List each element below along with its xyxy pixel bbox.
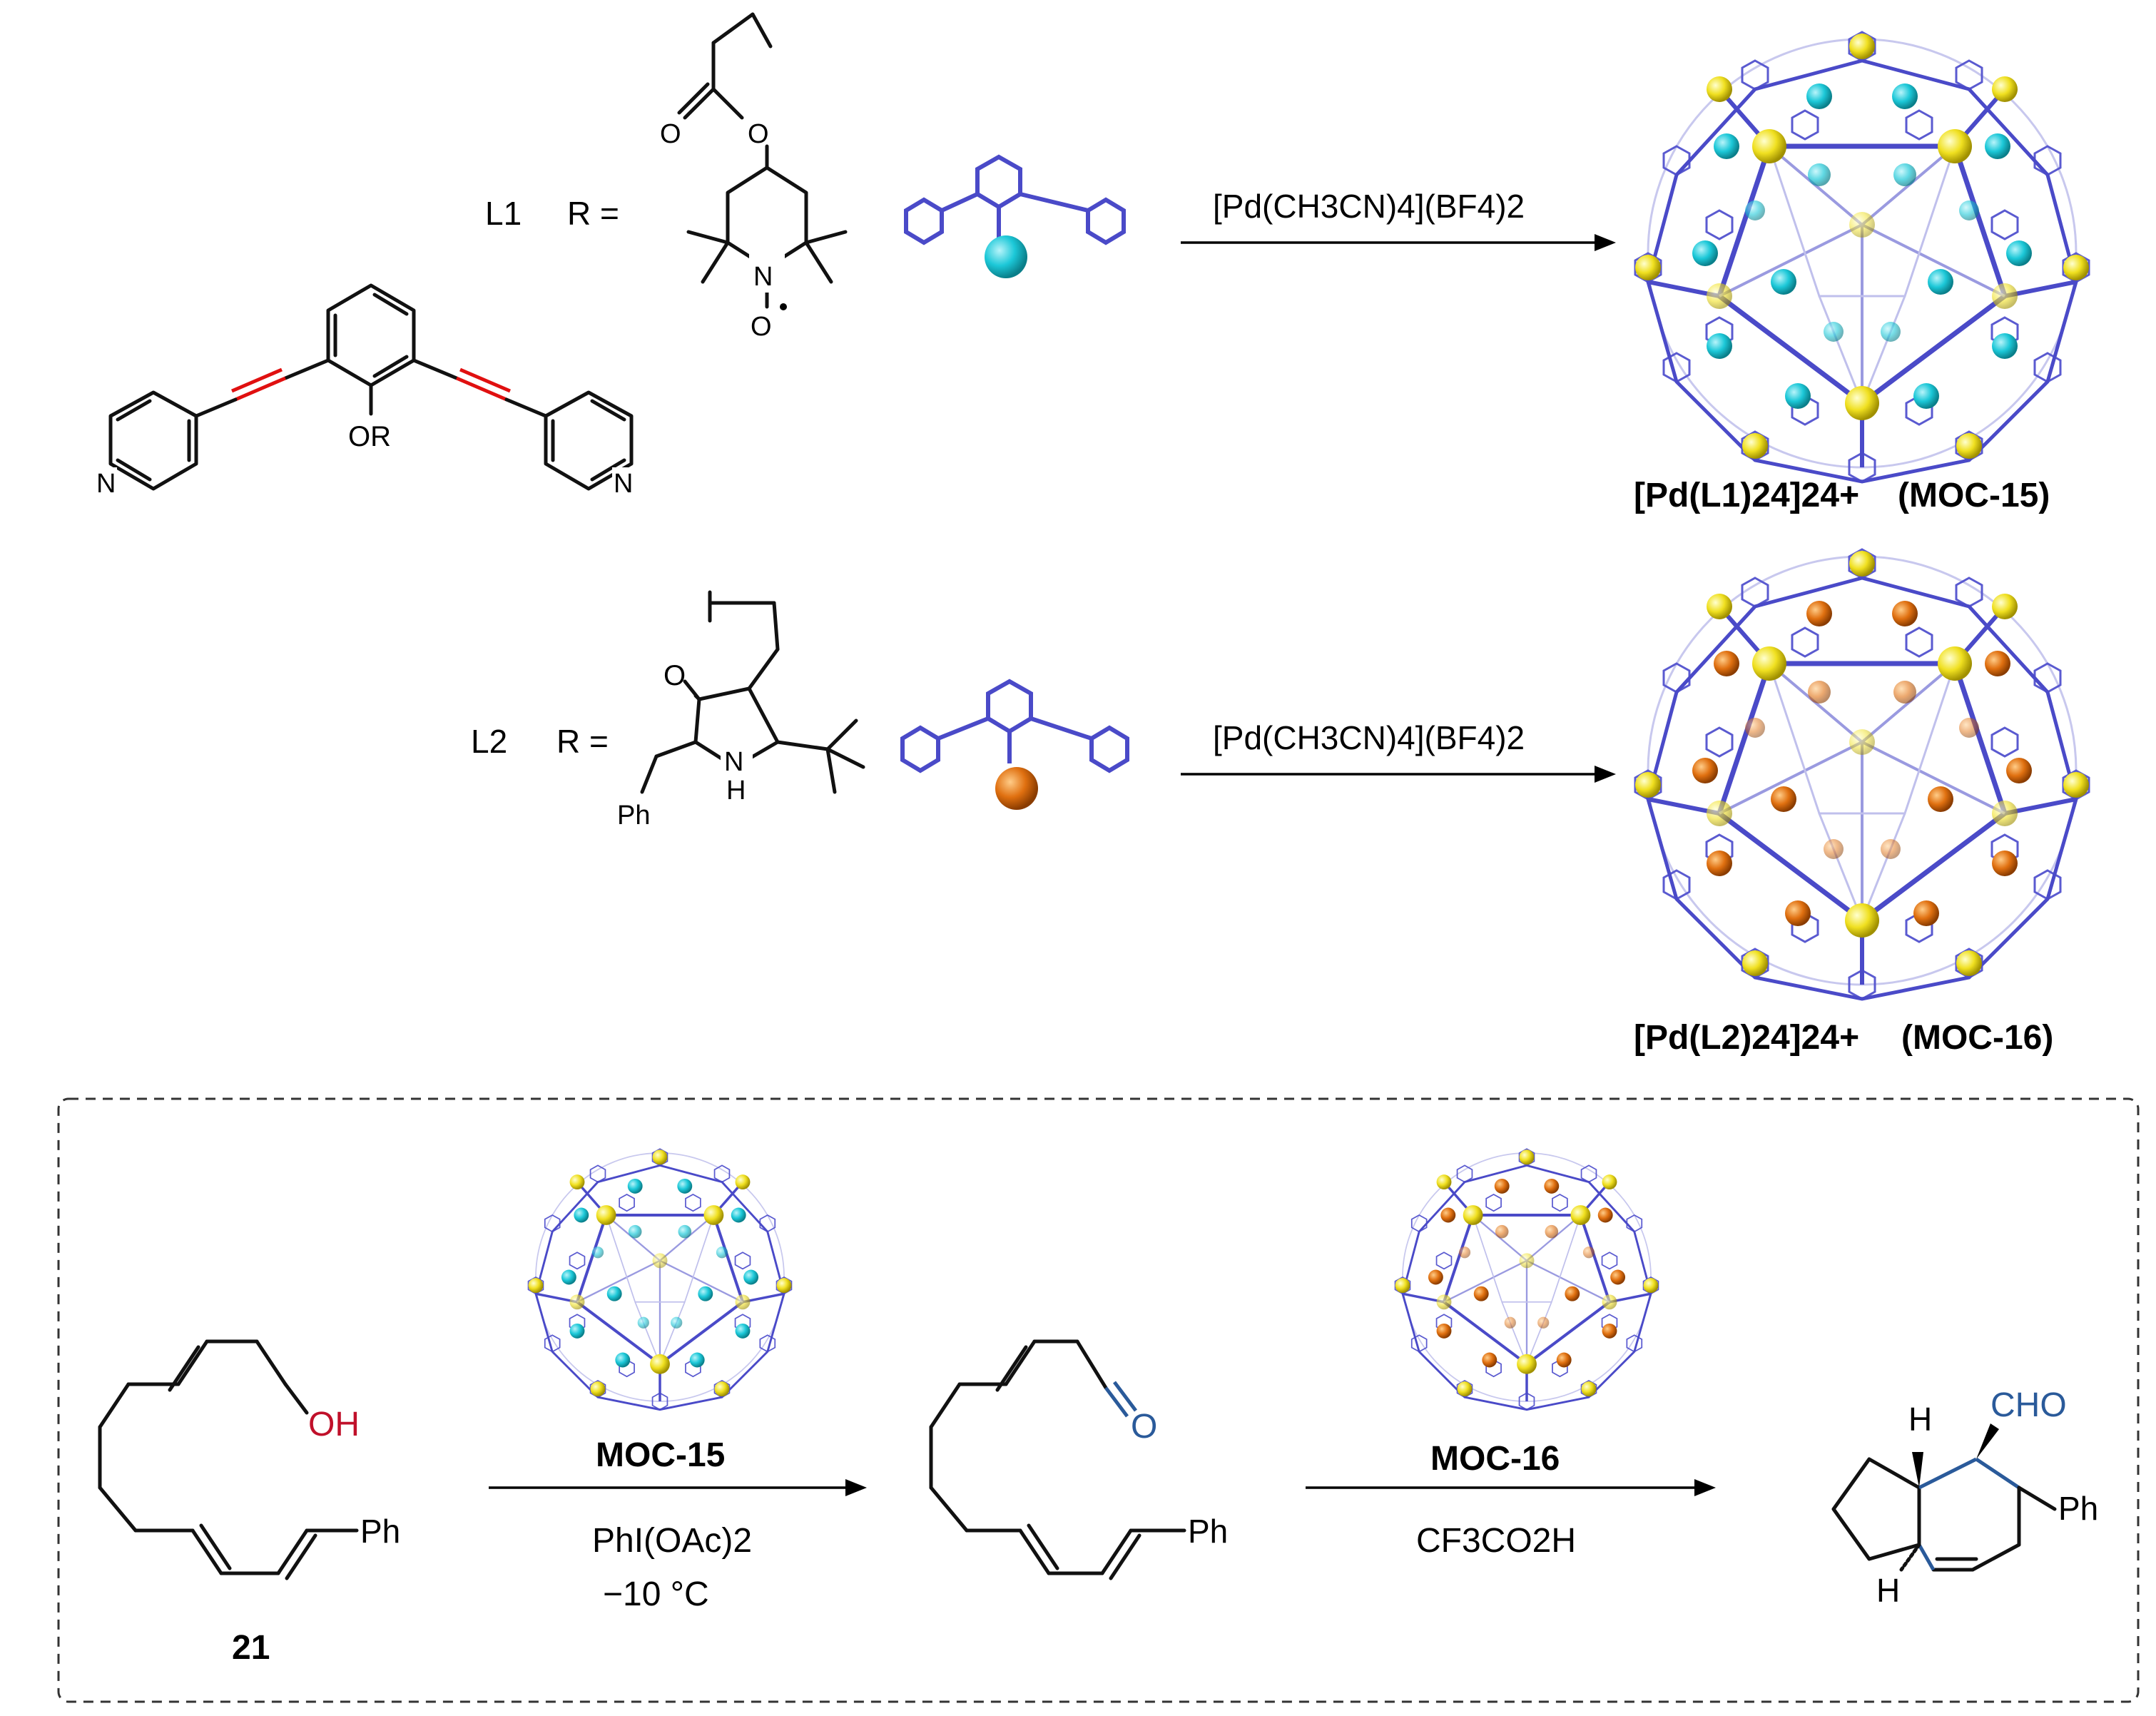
tempo-carbonyl-o: O <box>660 119 681 149</box>
step-2-catalyst: MOC-16 <box>1430 1440 1560 1478</box>
ligand-label-l1: L1 <box>485 195 522 232</box>
core-ligand-structure <box>93 283 636 496</box>
intermediate-carbonyl-o: O <box>1131 1408 1157 1446</box>
r-equals-l1: R = <box>567 195 619 232</box>
cage-moc-16-small <box>1395 1149 1659 1409</box>
moc-16-name: (MOC-16) <box>1901 1019 2053 1057</box>
reaction-1-reagent: [Pd(CH3CN)4](BF4)2 <box>1213 188 1525 225</box>
moc-15-formula: [Pd(L1)24]24+ <box>1634 477 1859 514</box>
step-1-reagent: PhI(OAc)2 <box>592 1522 752 1560</box>
step-1-temperature: −10 °C <box>603 1575 709 1613</box>
proline-nh: H <box>726 776 746 806</box>
ligand-cartoon-l1 <box>904 154 1126 278</box>
intermediate-phenyl: Ph <box>1188 1513 1228 1550</box>
reaction-arrow-2 <box>1181 766 1616 783</box>
ligand-label-l2: L2 <box>471 723 507 760</box>
bicyclic-product-structure <box>1831 1423 2057 1572</box>
ligand-cartoon-l2 <box>900 679 1129 810</box>
substrate-phenyl: Ph <box>360 1513 400 1550</box>
reaction-2-reagent: [Pd(CH3CN)4](BF4)2 <box>1213 719 1525 756</box>
moc-15-name: (MOC-15) <box>1898 477 2050 514</box>
tempo-ester-structure <box>677 12 848 310</box>
step-1-catalyst: MOC-15 <box>596 1436 725 1474</box>
cascade-arrow-1 <box>489 1479 867 1496</box>
cage-moc-15-small <box>529 1149 792 1409</box>
substrate-number: 21 <box>232 1629 270 1667</box>
cage-moc-15 <box>1635 32 2089 482</box>
step-2-reagent: CF3CO2H <box>1416 1522 1576 1560</box>
cage-moc-16 <box>1635 549 2089 999</box>
or-substituent-label: OR <box>348 421 391 452</box>
tempo-nitrogen: N <box>753 262 773 292</box>
product-h-bottom: H <box>1876 1572 1900 1609</box>
proline-ketone-o: O <box>663 660 686 691</box>
tempo-radical-o: O <box>751 312 772 342</box>
tempo-ester-o: O <box>748 119 769 149</box>
reaction-arrow-1 <box>1181 234 1616 251</box>
moc-16-formula: [Pd(L2)24]24+ <box>1634 1019 1859 1057</box>
substrate-21-structure <box>98 1339 359 1580</box>
left-pyridine-n: N <box>96 469 116 499</box>
proline-derivative-structure <box>640 590 865 794</box>
right-pyridine-n: N <box>614 469 633 499</box>
r-equals-l2: R = <box>556 723 609 760</box>
product-h-top: H <box>1908 1401 1932 1438</box>
cascade-arrow-2 <box>1306 1479 1716 1496</box>
product-aldehyde: CHO <box>1990 1386 2067 1424</box>
product-phenyl: Ph <box>2058 1490 2098 1527</box>
proline-nitrogen: N <box>724 747 743 777</box>
cascade-dashed-box <box>57 1097 2140 1703</box>
proline-phenyl: Ph <box>617 801 650 831</box>
intermediate-aldehyde-structure <box>929 1339 1186 1580</box>
substrate-hydroxyl: OH <box>308 1406 360 1443</box>
